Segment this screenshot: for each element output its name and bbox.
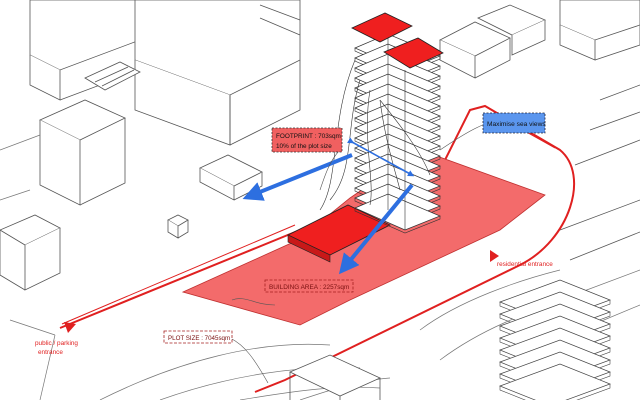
tower-top-plate-2 [383,37,444,69]
sea-views-label-box [482,112,546,134]
sea-view-arrow-left [242,153,353,201]
building-area-label: BUILDING AREA : 2257sqm [269,284,349,291]
building-area-label-box [264,279,354,293]
stacked-building-edge [499,384,611,400]
tower-top-plate-1 [351,12,413,43]
public-entrance-arrow [64,322,76,333]
stacked-building-bottom-right [499,279,611,400]
residential-entrance-label: residential entrance [497,261,553,268]
sea-views-label: Maximise sea views [487,121,546,128]
tower-floor-edge [354,208,441,234]
footprint-label-line2: 10% of the plot size [276,143,332,150]
plot-size-label-box [163,330,233,344]
public-entrance-label-line2: entrance [38,349,63,356]
plot-size-label: PLOT SIZE : 7045sqm [168,335,230,342]
sea-view-arrow-thin [347,137,415,177]
podium-block [287,204,391,263]
public-entrance-label-line1: public / parking [35,340,78,347]
footprint-label-line1: FOOTPRINT : 703sqm [276,133,341,140]
plot-boundary [59,104,576,393]
footprint-label-box [271,127,343,153]
sea-view-arrow-down [338,183,414,275]
context-building-bottom [289,354,381,400]
leader-lines [229,123,486,384]
residential-entrance-arrow [490,250,499,262]
